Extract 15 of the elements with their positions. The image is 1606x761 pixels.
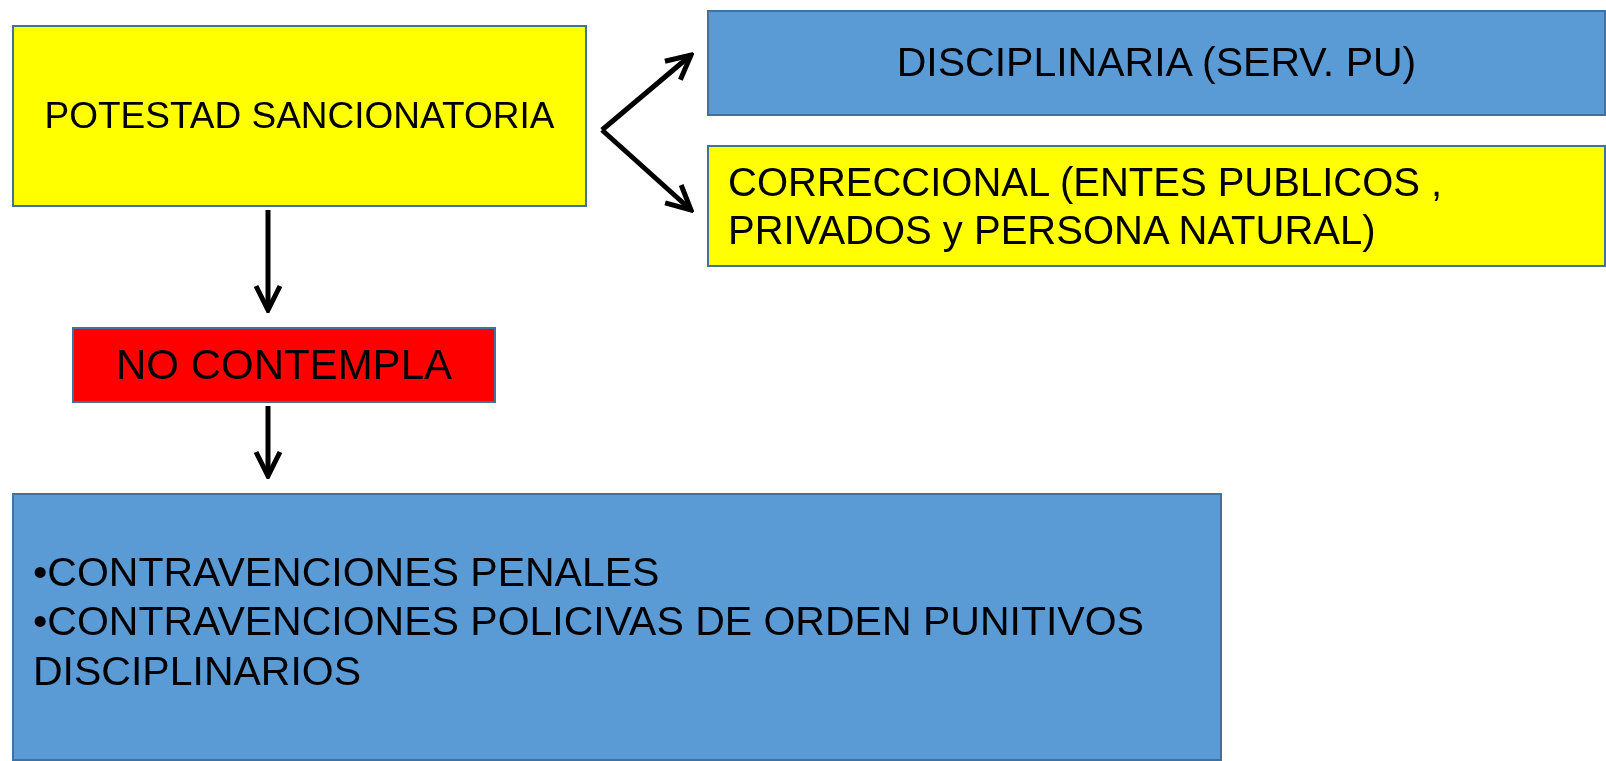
process-box [707,10,1606,116]
node-label: NO CONTEMPLA [114,339,453,390]
process-box [12,25,587,207]
process-box [72,327,496,403]
process-box [12,493,1222,761]
node-label: •CONTRAVENCIONES PENALES [33,548,661,598]
process-box [707,145,1606,267]
arrow [600,52,694,132]
node-label: •CONTRAVENCIONES POLICIVAS DE ORDEN PUNITIVOS DISCIPLINARIOS [33,597,1145,696]
node-label: DISCIPLINARIA (SERV. PU) [895,38,1418,88]
node-label: POTESTAD SANCIONATORIA [43,93,556,138]
arrow [600,128,694,213]
arrow [253,406,283,479]
arrow [253,210,283,313]
node-label: CORRECCIONAL (ENTES PUBLICOS , PRIVADOS y PERSONA NATURAL) [728,159,1444,254]
